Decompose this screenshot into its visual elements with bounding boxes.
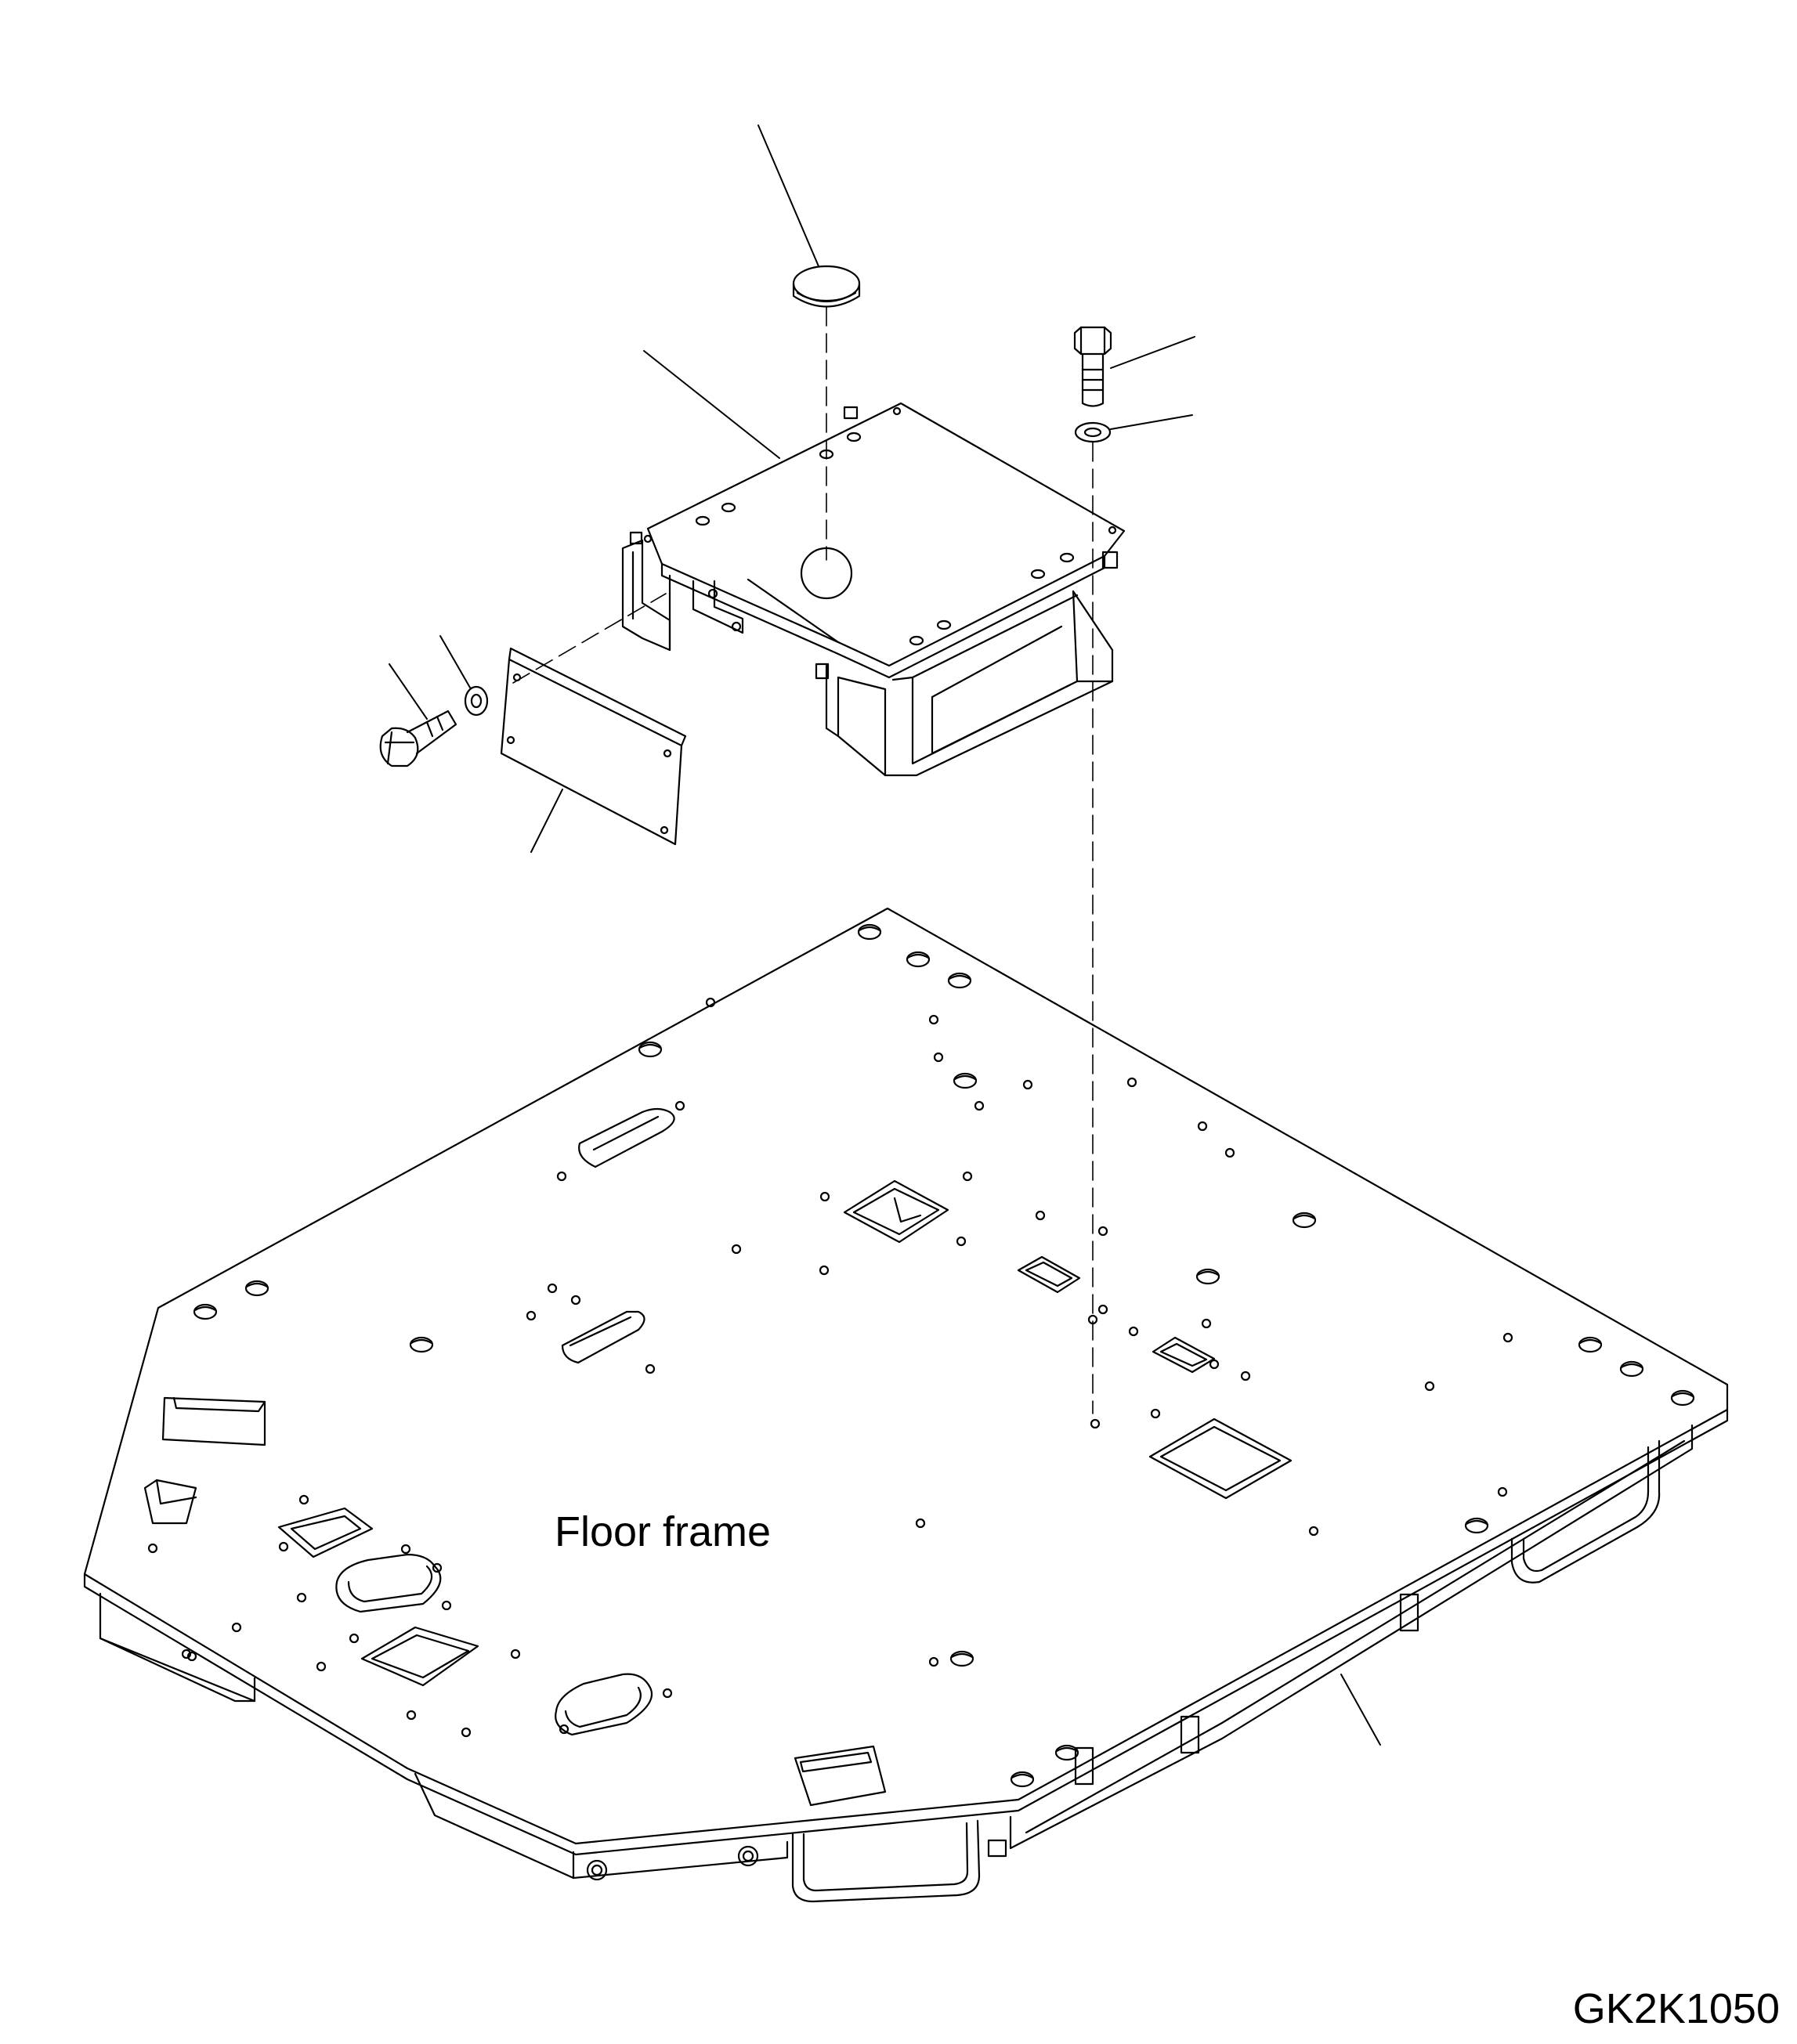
floor-cutout-front — [795, 1746, 885, 1805]
floor-cutout-vent-small — [145, 1480, 196, 1523]
floor-cutout-slot — [579, 1109, 674, 1167]
floor-mount-holes — [194, 925, 1694, 1786]
assembly-guide-lines — [513, 307, 1093, 1414]
bracket-holes — [645, 408, 1115, 645]
floor-side-rail-right — [1011, 1425, 1692, 1848]
seat-bracket — [623, 403, 1124, 775]
floor-cutout-oval-1 — [336, 1555, 440, 1612]
floor-plate-edge — [85, 1410, 1727, 1854]
hex-bolt-right — [1075, 327, 1111, 406]
drawing-code: GK2K1050 — [1572, 1985, 1780, 2032]
floor-plate-outline — [85, 908, 1727, 1844]
rail-bracket — [1181, 1717, 1199, 1753]
floor-cutout-pedal — [844, 1181, 948, 1242]
floor-frame — [85, 908, 1727, 1901]
leader-cover — [531, 789, 562, 852]
lifting-handle-right — [1512, 1441, 1659, 1583]
rubber-plug — [794, 266, 859, 307]
lifting-handle-front — [793, 1821, 979, 1901]
leader-washer-left — [440, 636, 470, 688]
floor-cutout-left-oval — [562, 1312, 645, 1363]
cover-plate — [501, 648, 685, 844]
leader-washer-right — [1111, 415, 1192, 429]
leader-floor-frame — [1341, 1674, 1380, 1745]
floor-cutout-oval-3 — [555, 1674, 652, 1735]
leader-bolt-right — [1111, 337, 1195, 368]
rail-bracket — [1401, 1594, 1418, 1631]
floor-cutout-oval-2 — [362, 1627, 478, 1685]
floor-cutout-square — [1150, 1419, 1291, 1498]
floor-small-holes — [149, 999, 1512, 1736]
floor-frame-label: Floor frame — [555, 1508, 772, 1555]
guide-line-cover — [513, 594, 666, 683]
floor-cutout-triangle — [279, 1508, 372, 1557]
leader-bracket — [644, 351, 779, 458]
leader-plug — [758, 125, 819, 266]
floor-side-skirt-left — [100, 1594, 255, 1701]
floor-side-skirt-front — [415, 1774, 573, 1878]
leader-bolt-left — [389, 664, 427, 719]
rail-bracket — [1076, 1748, 1093, 1784]
floor-cutout-small — [1018, 1257, 1079, 1292]
floor-cutout-vent — [163, 1398, 265, 1445]
washer-right — [1076, 423, 1110, 442]
floor-cutout-small-2 — [1153, 1338, 1214, 1372]
washer-left — [465, 687, 487, 715]
hex-bolt-left — [381, 711, 456, 766]
leader-lines — [389, 125, 1380, 1745]
